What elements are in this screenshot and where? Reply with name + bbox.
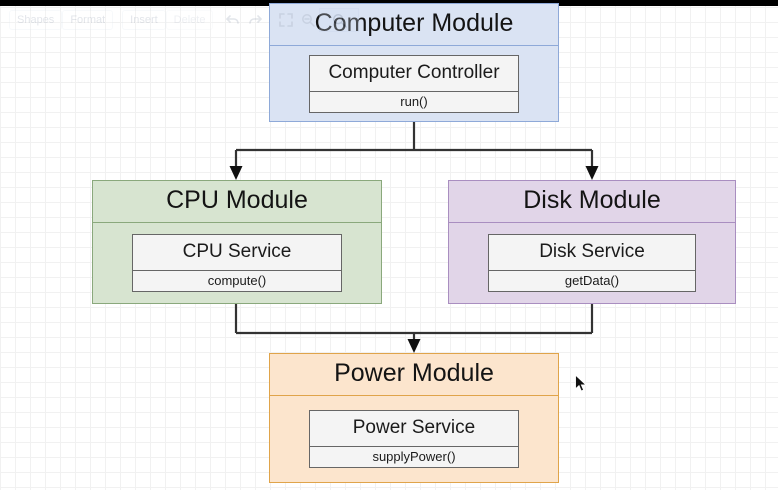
service-cpu-method: compute() bbox=[207, 273, 267, 288]
module-power[interactable]: Power Module Power Service supplyPower() bbox=[269, 353, 559, 483]
zoom-out-icon[interactable] bbox=[297, 10, 319, 30]
module-computer[interactable]: Computer Module Computer Controller run(… bbox=[269, 3, 559, 122]
module-cpu[interactable]: CPU Module CPU Service compute() bbox=[92, 180, 382, 304]
editor-toolbar[interactable]: Shapes Format Insert Delete bbox=[0, 8, 360, 32]
toolbar-button-format[interactable]: Format bbox=[62, 10, 114, 30]
redo-icon[interactable] bbox=[244, 10, 266, 30]
service-disk-name: Disk Service bbox=[488, 235, 696, 271]
service-computer-controller[interactable]: Computer Controller run() bbox=[308, 54, 520, 113]
module-disk-title: Disk Module bbox=[449, 181, 735, 223]
service-power[interactable]: Power Service supplyPower() bbox=[308, 410, 520, 468]
service-computer-controller-name: Computer Controller bbox=[309, 56, 519, 92]
undo-icon[interactable] bbox=[222, 10, 244, 30]
module-power-body: Power Service supplyPower() bbox=[270, 396, 558, 482]
search-icon[interactable] bbox=[319, 8, 360, 32]
module-cpu-body: CPU Service compute() bbox=[93, 223, 381, 303]
service-cpu[interactable]: CPU Service compute() bbox=[131, 234, 343, 292]
service-power-method: supplyPower() bbox=[372, 449, 456, 464]
module-cpu-title: CPU Module bbox=[93, 181, 381, 223]
toolbar-button-shapes[interactable]: Shapes bbox=[9, 10, 63, 30]
service-disk-method: getData() bbox=[564, 273, 620, 288]
toolbar-button-insert[interactable]: Insert bbox=[122, 10, 166, 30]
toolbar-button-delete[interactable]: Delete bbox=[165, 10, 214, 30]
module-computer-body: Computer Controller run() bbox=[270, 46, 558, 121]
service-power-name: Power Service bbox=[309, 411, 519, 447]
module-disk[interactable]: Disk Module Disk Service getData() bbox=[448, 180, 736, 304]
module-computer-title: Computer Module bbox=[270, 4, 558, 46]
service-computer-controller-method: run() bbox=[400, 93, 428, 109]
service-cpu-name: CPU Service bbox=[132, 235, 342, 271]
service-disk[interactable]: Disk Service getData() bbox=[487, 234, 697, 292]
module-power-title: Power Module bbox=[270, 354, 558, 396]
module-disk-body: Disk Service getData() bbox=[449, 223, 735, 303]
fullscreen-icon[interactable] bbox=[275, 10, 297, 30]
